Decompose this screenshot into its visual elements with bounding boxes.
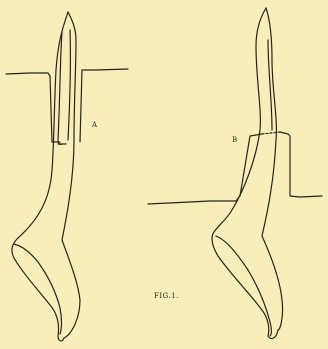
figure-b-surface-right (280, 132, 322, 197)
figure-b-label: B (232, 136, 237, 144)
figure-a-surface-right (80, 69, 128, 142)
figure-b-drawing (148, 8, 322, 338)
figure-a-inner-right (68, 30, 70, 140)
figure-a-drawing (6, 12, 128, 341)
figure-b-surface-left (148, 134, 262, 204)
figure-a-bowl (14, 244, 62, 334)
figure-a-probe-left-edge (12, 12, 68, 341)
figure-caption: FIG.1. (154, 292, 179, 300)
figure-b-bowl (216, 236, 272, 336)
figure-a-probe-right-edge (62, 12, 80, 338)
figure-b-probe-right-edge (262, 8, 283, 330)
figure-b-tip-mark (262, 132, 280, 134)
figure-a-label: A (91, 121, 98, 129)
figure-a-surface-left (6, 73, 60, 142)
